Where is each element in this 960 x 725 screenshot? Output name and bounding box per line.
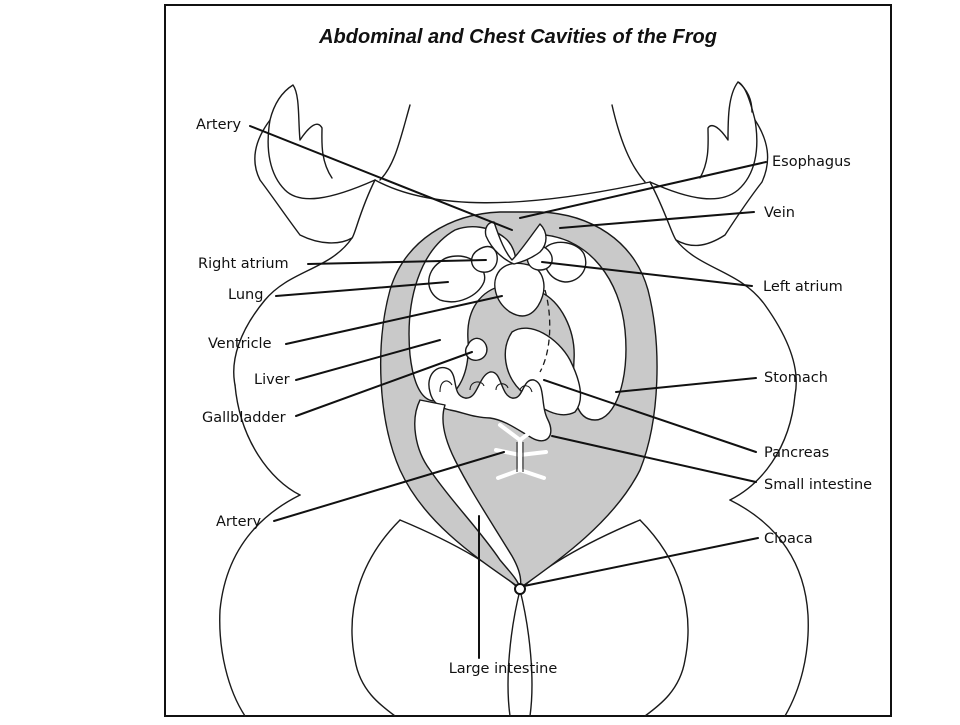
label-esophagus: Esophagus: [772, 154, 851, 170]
lung-left: [542, 241, 587, 283]
label-stomach: Stomach: [764, 370, 828, 386]
label-vein: Vein: [764, 205, 795, 221]
gallbladder: [464, 337, 488, 361]
small-intestine-inner: [439, 380, 533, 393]
small-intestine: [428, 366, 552, 442]
label-large-intestine: Large intestine: [449, 661, 558, 677]
label-cloaca: Cloaca: [764, 531, 813, 547]
label-right-atrium: Right atrium: [198, 256, 289, 272]
label-lung: Lung: [228, 287, 263, 303]
label-artery-bottom: Artery: [216, 514, 261, 530]
cloaca-opening: [514, 583, 526, 595]
label-liver: Liver: [254, 372, 290, 388]
label-left-atrium: Left atrium: [763, 279, 843, 295]
mesentery-artery: [494, 423, 548, 480]
lung-right: [428, 255, 486, 303]
label-pancreas: Pancreas: [764, 445, 829, 461]
diagram-title: Abdominal and Chest Cavities of the Frog: [318, 26, 717, 48]
heart-ventricle: [494, 262, 545, 317]
labels-right: Esophagus Vein Left atrium Stomach Pancr…: [763, 154, 872, 547]
label-artery-top: Artery: [196, 117, 241, 133]
label-small-intestine: Small intestine: [764, 477, 872, 493]
great-vessels: [484, 221, 547, 265]
label-gallbladder: Gallbladder: [202, 410, 286, 426]
labels-left: Artery Right atrium Lung Ventricle Liver…: [196, 117, 290, 530]
label-ventricle: Ventricle: [208, 336, 272, 352]
leader-lines: [249, 125, 767, 659]
mesentery-outline: [516, 442, 524, 472]
stomach-dashed-line: [539, 289, 551, 373]
diagram-frame: [164, 4, 892, 717]
